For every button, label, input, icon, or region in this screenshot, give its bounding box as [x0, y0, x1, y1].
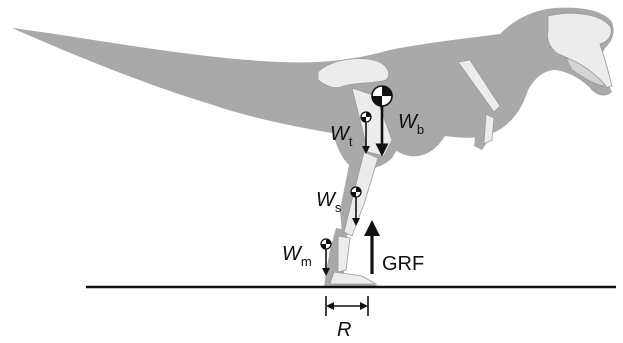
shank-mass-icon	[351, 187, 361, 197]
dinosaur-silhouette	[12, 8, 614, 288]
moment-arm-label: R	[337, 319, 351, 341]
thigh-mass-icon	[361, 112, 371, 122]
shank-weight-label: Ws	[316, 189, 342, 215]
metatarsus-mass-icon	[321, 239, 331, 249]
forelimb-bone	[484, 114, 494, 144]
center-of-mass-icon	[372, 86, 392, 106]
metatarsus-weight-label: Wm	[282, 243, 312, 269]
moment-arm-indicator	[326, 296, 368, 316]
metatarsal	[338, 236, 350, 272]
grf-label: GRF	[382, 253, 424, 275]
toes	[330, 272, 376, 284]
